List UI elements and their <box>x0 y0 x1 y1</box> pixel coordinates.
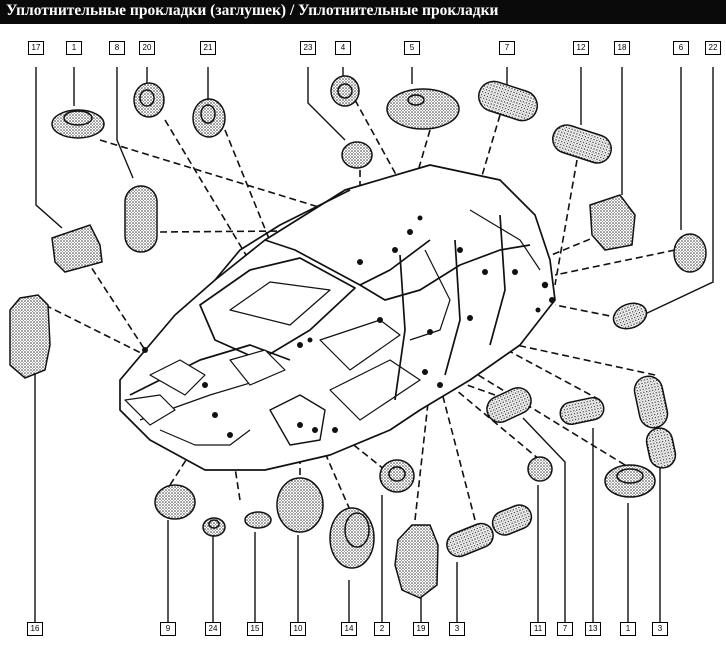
part-1-lower-grommet <box>604 464 656 498</box>
callout-22: 22 <box>705 41 721 55</box>
callout-24: 24 <box>205 622 221 636</box>
callout-15: 15 <box>247 622 263 636</box>
callout-14: 14 <box>341 622 357 636</box>
part-1-grommet <box>51 109 105 139</box>
callout-2: 2 <box>374 622 390 636</box>
callout-16: 16 <box>27 622 43 636</box>
part-5-cap <box>386 88 460 130</box>
callout-1: 1 <box>66 41 82 55</box>
part-15-cap <box>244 511 272 529</box>
callout-7: 7 <box>557 622 573 636</box>
part-4-grommet <box>330 75 360 107</box>
part-14-boot <box>329 507 375 569</box>
page-title: Уплотнительные прокладки (заглушек) / Уп… <box>6 2 499 19</box>
callout-13: 13 <box>585 622 601 636</box>
body-plug-dots <box>142 215 555 438</box>
callout-1: 1 <box>620 622 636 636</box>
callout-5: 5 <box>404 41 420 55</box>
seals-diagram <box>9 67 714 622</box>
part-6-plug <box>673 233 707 273</box>
part-7-oblong-plug <box>477 80 539 122</box>
part-3-double-plug <box>446 504 533 558</box>
part-11-plug <box>527 456 553 482</box>
callout-6: 6 <box>673 41 689 55</box>
part-19-bracket <box>394 524 439 599</box>
part-9-plug <box>154 484 196 520</box>
part-21-plug <box>192 98 226 138</box>
callout-3: 3 <box>449 622 465 636</box>
part-22-plug <box>612 302 648 330</box>
part-16-cup <box>9 294 51 379</box>
part-24-grommet <box>202 517 226 537</box>
part-18-bracket <box>589 194 636 251</box>
part-2-grommet <box>379 459 415 493</box>
part-8-oval-plug <box>124 185 158 253</box>
car-body <box>119 164 556 471</box>
part-3-right-pair <box>633 375 677 469</box>
callout-11: 11 <box>530 622 546 636</box>
callout-4: 4 <box>335 41 351 55</box>
callout-12: 12 <box>573 41 589 55</box>
part-20-plug <box>133 82 165 118</box>
title-bar: Уплотнительные прокладки (заглушек) / Уп… <box>0 0 726 24</box>
callout-23: 23 <box>300 41 316 55</box>
callout-21: 21 <box>200 41 216 55</box>
part-7-lower-oblong-plug <box>486 387 532 423</box>
seal-parts <box>9 75 707 599</box>
leader-lines <box>34 67 714 622</box>
callout-17: 17 <box>28 41 44 55</box>
part-13-oblong-plug <box>559 396 605 426</box>
callout-20: 20 <box>139 41 155 55</box>
part-23-plug <box>341 141 373 169</box>
callout-9: 9 <box>160 622 176 636</box>
callout-18: 18 <box>614 41 630 55</box>
part-12-oblong-plug <box>552 124 612 164</box>
callout-7: 7 <box>499 41 515 55</box>
callout-3: 3 <box>652 622 668 636</box>
callout-10: 10 <box>290 622 306 636</box>
part-17-block <box>51 224 103 273</box>
callout-8: 8 <box>109 41 125 55</box>
callout-19: 19 <box>413 622 429 636</box>
part-10-plug <box>276 477 324 533</box>
